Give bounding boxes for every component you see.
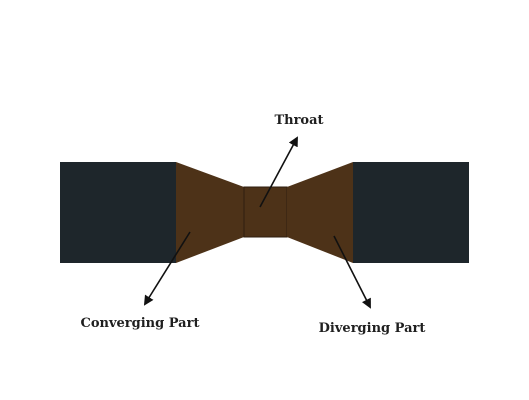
- diverging-arrow: [333, 235, 371, 309]
- diverging-section: [287, 162, 353, 263]
- inlet-pipe: [60, 162, 176, 263]
- outlet-pipe: [353, 162, 469, 263]
- throat-section: [243, 186, 288, 238]
- converging-section: [176, 162, 244, 263]
- throat-arrow: [259, 136, 298, 208]
- converging-arrow: [143, 231, 191, 306]
- throat-label: Throat: [274, 113, 323, 128]
- diverging-label: Diverging Part: [319, 321, 426, 336]
- converging-label: Converging Part: [81, 316, 200, 331]
